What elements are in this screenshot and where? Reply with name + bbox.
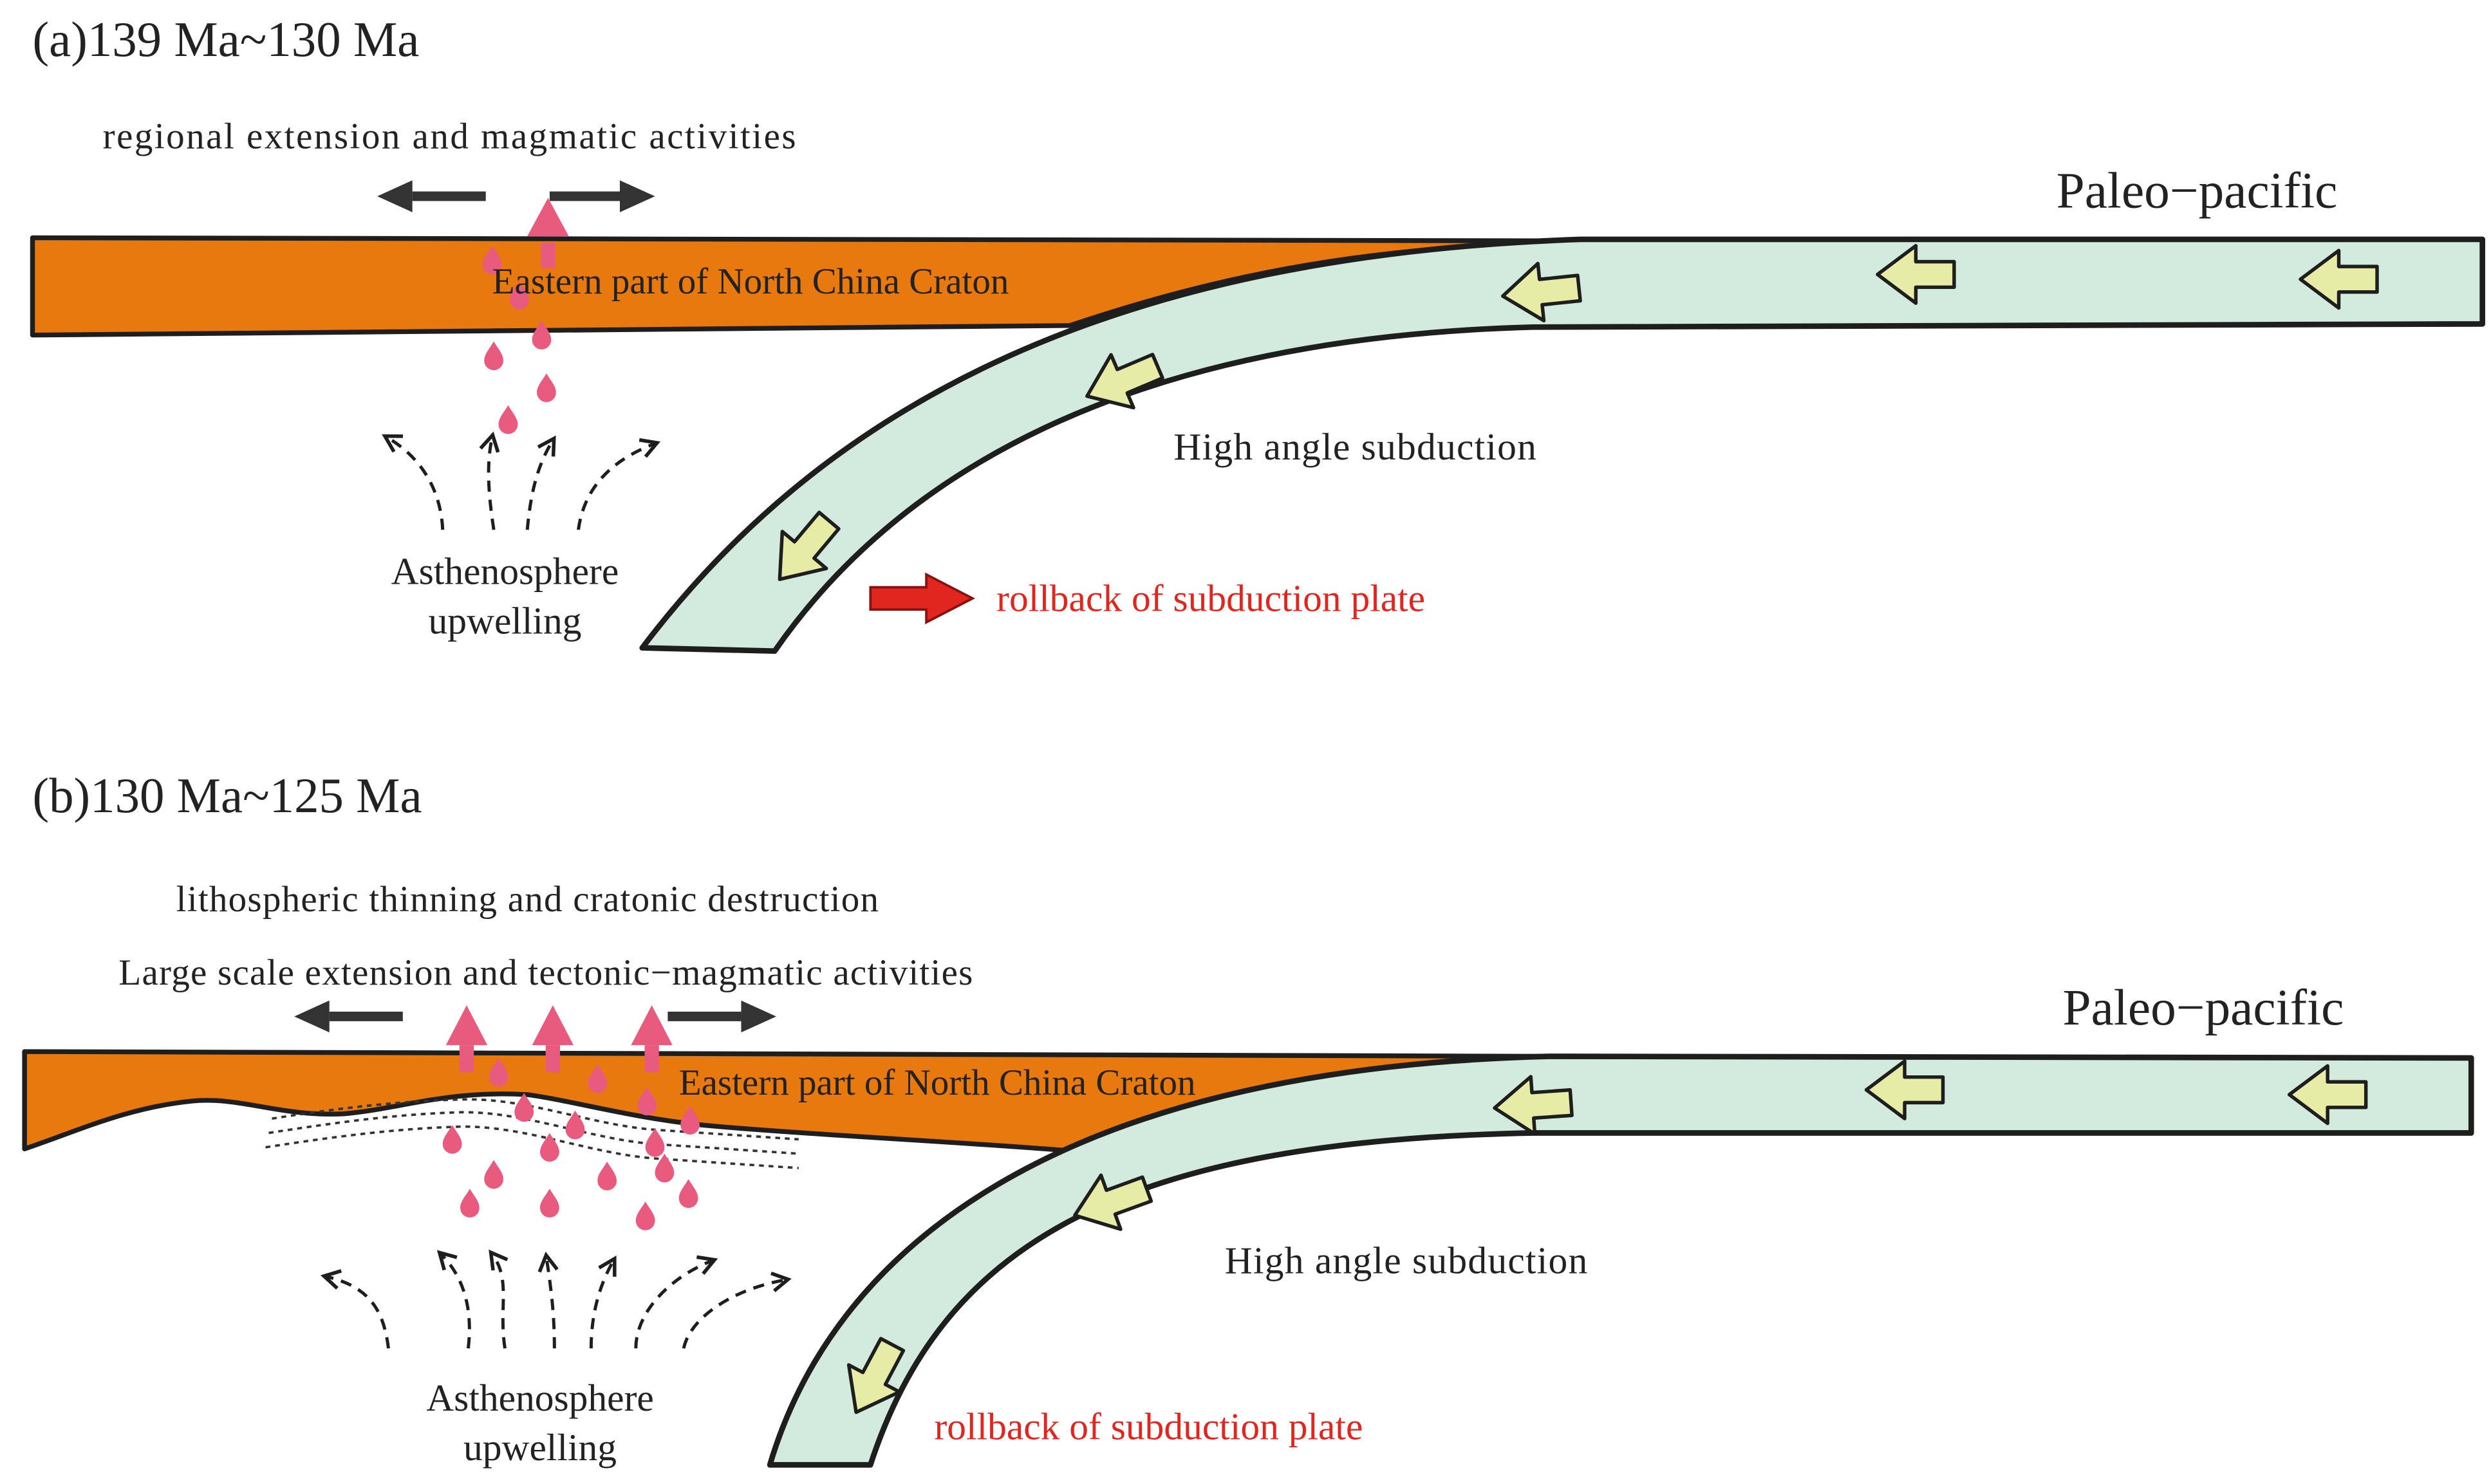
panel-b-craton-label: Eastern part of North China Craton bbox=[679, 1062, 1196, 1103]
panel-a-craton-label: Eastern part of North China Craton bbox=[492, 261, 1009, 302]
panel-b-rollback-label: rollback of subduction plate bbox=[934, 1405, 1363, 1448]
thermal-erosion-lines bbox=[265, 1098, 799, 1169]
oceanic-plate bbox=[639, 236, 2486, 654]
extension-arrow-left bbox=[377, 180, 486, 212]
panel-b-upwelling-label-1: Asthenosphere bbox=[426, 1377, 654, 1419]
magma-ascent-arrow bbox=[631, 1005, 673, 1073]
panel-b: (b)130 Ma~125 Ma lithospheric thinning a… bbox=[22, 768, 2474, 1469]
oceanic-plate bbox=[767, 1053, 2474, 1468]
magma-ascent-arrow bbox=[445, 1005, 488, 1073]
upwelling-arrows bbox=[382, 431, 661, 530]
magma-ascent-arrow bbox=[527, 198, 569, 268]
panel-a-upwelling-label-2: upwelling bbox=[428, 599, 581, 642]
panel-b-ocean-label: Paleo−pacific bbox=[2063, 979, 2344, 1036]
panel-a-title: (a)139 Ma~130 Ma bbox=[33, 12, 420, 67]
panel-b-header-1: lithospheric thinning and cratonic destr… bbox=[176, 879, 880, 920]
rollback-arrow bbox=[869, 572, 976, 625]
extension-arrow-right bbox=[549, 180, 655, 212]
panel-a-upwelling-label-1: Asthenosphere bbox=[391, 550, 619, 593]
panel-a-ocean-label: Paleo−pacific bbox=[2057, 162, 2338, 219]
panel-b-subduction-label: High angle subduction bbox=[1225, 1239, 1589, 1282]
panel-b-upwelling-label-2: upwelling bbox=[463, 1426, 617, 1469]
magma-ascent-arrow bbox=[532, 1005, 574, 1073]
panel-a: (a)139 Ma~130 Ma regional extension and … bbox=[30, 12, 2486, 654]
panel-b-title: (b)130 Ma~125 Ma bbox=[33, 768, 422, 823]
panel-a-rollback-label: rollback of subduction plate bbox=[996, 577, 1425, 620]
extension-arrow-right bbox=[667, 1000, 777, 1033]
upwelling-arrows bbox=[320, 1249, 792, 1349]
panel-a-subduction-label: High angle subduction bbox=[1173, 425, 1537, 468]
extension-arrow-left bbox=[294, 1000, 403, 1033]
panel-b-header-2: Large scale extension and tectonic−magma… bbox=[118, 952, 973, 993]
panel-a-header: regional extension and magmatic activiti… bbox=[103, 116, 798, 157]
